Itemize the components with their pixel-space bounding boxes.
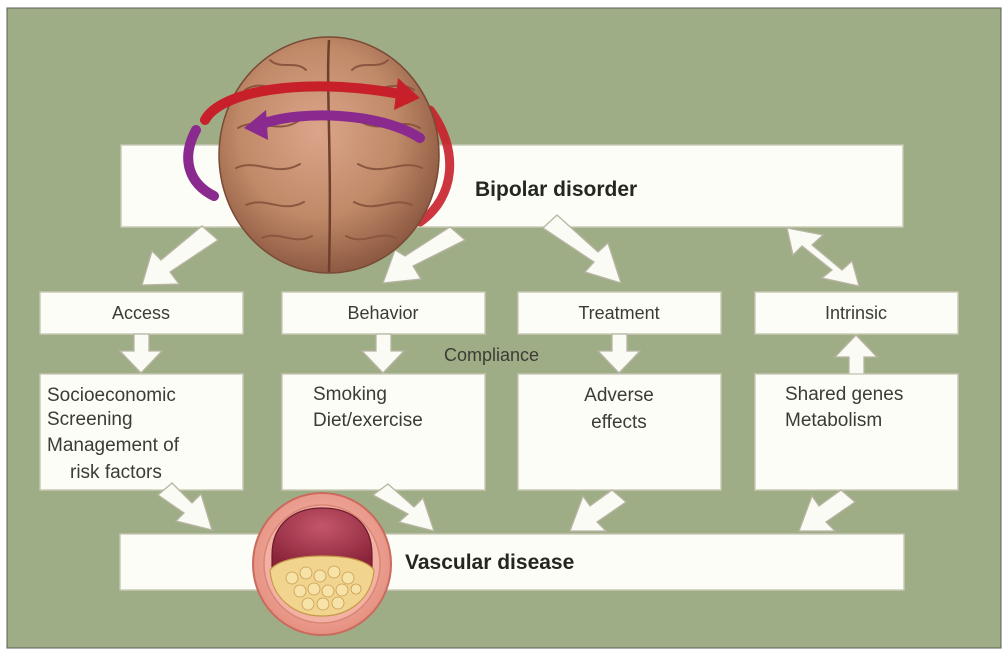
intrinsic-detail-line-2: Metabolism [785, 410, 882, 431]
behavior-label: Behavior [347, 303, 418, 323]
vascular-disease-label: Vascular disease [405, 551, 574, 574]
access-label: Access [112, 303, 170, 323]
compliance-label: Compliance [444, 345, 539, 365]
behavior-detail-line-2: Diet/exercise [313, 410, 423, 431]
access-detail-line-1: Socioeconomic [47, 385, 176, 406]
intrinsic-label: Intrinsic [825, 303, 887, 323]
treatment-detail-line-1: Adverse [584, 385, 654, 406]
treatment-label: Treatment [578, 303, 659, 323]
blood-vessel-cross-section-illustration [253, 493, 391, 635]
access-detail-line-4: risk factors [70, 462, 162, 483]
access-detail-line-2: Screening [47, 409, 133, 430]
behavior-detail-line-1: Smoking [313, 384, 387, 405]
intrinsic-detail-line-1: Shared genes [785, 384, 903, 405]
access-detail-line-3: Management of [47, 435, 180, 456]
treatment-detail-line-2: effects [591, 412, 647, 433]
bipolar-disorder-label: Bipolar disorder [475, 178, 637, 201]
